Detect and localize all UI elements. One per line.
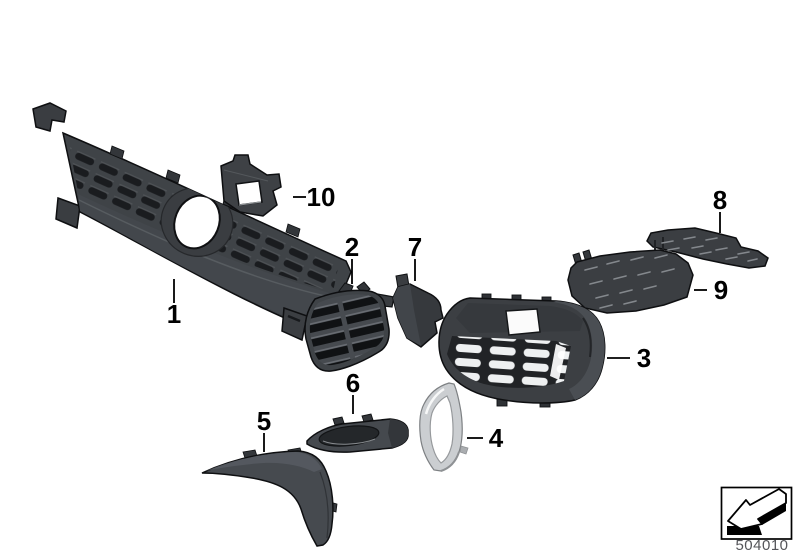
callout-10[interactable]: 10 — [293, 182, 335, 212]
callout-4-label[interactable]: 4 — [489, 423, 504, 453]
callout-9-label[interactable]: 9 — [714, 275, 728, 305]
part-5-corner-trim — [201, 447, 338, 547]
diagram-reference: 504010 — [720, 486, 793, 554]
callout-1-label[interactable]: 1 — [167, 299, 181, 329]
part-7-front-face — [393, 284, 421, 346]
part-9-air-duct-panel — [567, 249, 694, 314]
part-4-mount-pin — [459, 445, 469, 455]
part-4-highlight — [424, 387, 445, 415]
part-6-inset-highlight — [322, 438, 376, 445]
callout-10-label[interactable]: 10 — [307, 182, 336, 212]
callout-9[interactable]: 9 — [694, 275, 728, 305]
part-6-tab — [332, 416, 345, 426]
part-1-left-tab — [55, 196, 81, 230]
callout-2[interactable]: 2 — [345, 232, 359, 284]
part-10-camera-cover-plate — [220, 154, 282, 217]
part-1-clip-tab — [285, 223, 301, 238]
part-3-mesh-highlight — [550, 344, 566, 380]
arrow-body — [727, 488, 787, 530]
diagram-code: 504010 — [735, 537, 788, 554]
part-3-side-open-grille — [438, 293, 606, 408]
arrow-base-bar — [727, 526, 762, 535]
part-1-camera-opening — [160, 187, 234, 257]
callout-6[interactable]: 6 — [346, 368, 360, 414]
callout-3-label[interactable]: 3 — [637, 343, 651, 373]
part-1-lower-lip — [78, 194, 333, 331]
part-3-rim-shadow — [582, 317, 592, 358]
callout-5-label[interactable]: 5 — [257, 406, 271, 436]
part-1-clip-tab — [109, 145, 125, 160]
part-3-outer-rim — [553, 301, 605, 400]
callout-7-label[interactable]: 7 — [408, 232, 422, 262]
part-8-vent-dashes — [661, 236, 758, 262]
part-4-chrome-trim-frame — [419, 382, 469, 472]
part-3-sensor-opening — [505, 308, 541, 336]
part-10-hole-edge — [238, 201, 262, 206]
part-1-end-cap-slot — [287, 314, 301, 323]
callout-1[interactable]: 1 — [167, 279, 181, 329]
callout-8-label[interactable]: 8 — [713, 185, 727, 215]
callout-5[interactable]: 5 — [257, 406, 271, 452]
part-5-body — [201, 450, 334, 547]
part-7-support-bracket — [392, 273, 444, 348]
callout-3[interactable]: 3 — [607, 343, 651, 373]
part-6-end-fold — [388, 419, 408, 448]
arrow-extrusion — [758, 503, 786, 525]
part-10-hole — [235, 180, 263, 206]
callouts: 1 2 3 4 5 6 7 8 — [167, 182, 728, 453]
part-6-duct-inset — [318, 425, 380, 447]
callout-2-label[interactable]: 2 — [345, 232, 359, 262]
part-4-inner-opening — [429, 395, 454, 464]
part-1-top-left-bracket — [32, 102, 67, 132]
callout-6-label[interactable]: 6 — [346, 368, 360, 398]
part-6-trim-cover — [306, 413, 409, 453]
part-1-front-upper-grille — [32, 102, 352, 342]
part-5-top-face — [206, 452, 322, 472]
part-1-lip-highlight — [78, 199, 331, 298]
part-6-tab — [361, 413, 374, 423]
part-8-body — [646, 227, 769, 269]
callout-4[interactable]: 4 — [467, 423, 504, 453]
part-4-lower-shade — [440, 451, 460, 472]
part-9-vent-dashes — [584, 254, 675, 309]
callout-8[interactable]: 8 — [713, 185, 727, 233]
part-5-edge-crease — [319, 471, 329, 539]
part-10-bevel — [223, 169, 269, 182]
diagonal-arrow-down-left-icon — [727, 488, 787, 535]
callout-7[interactable]: 7 — [408, 232, 422, 281]
part-1-clip-tab — [165, 169, 181, 184]
